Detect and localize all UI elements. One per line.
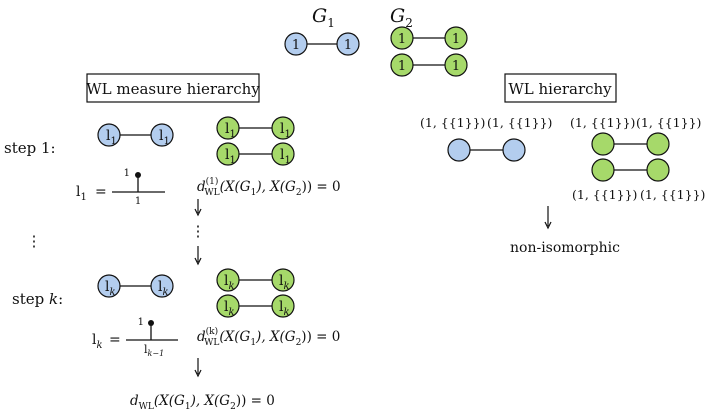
down-arrow-head	[194, 369, 202, 378]
stepk-g2-node	[271, 294, 295, 318]
g2-node	[444, 53, 468, 77]
stepk-node-label: lk	[279, 299, 290, 318]
final-distance: dWL(X(G1), X(G2)) = 0	[130, 393, 275, 412]
g2-node-label: 1	[452, 32, 460, 47]
step1-g1-node	[97, 123, 121, 147]
stepk-measure-lhs: lk	[92, 332, 103, 351]
g2-node	[390, 53, 414, 77]
down-arrow-head	[194, 257, 202, 266]
stepk-g1-node	[97, 274, 121, 298]
g1-node-label: 1	[344, 38, 352, 53]
node-tuple: (1, {{1}})	[420, 115, 485, 130]
stepk-measure-dot	[148, 320, 154, 326]
stepk-graph-g1: lk lk	[97, 274, 174, 298]
step1-graph-g1: l1 l1	[97, 123, 174, 147]
g2-node-label: 1	[398, 59, 406, 74]
stepk-measure-eq: =	[109, 332, 121, 348]
step1-g2-node	[271, 116, 295, 140]
step1-distance: d(1)WL(X(G1), X(G2)) = 0	[197, 176, 341, 198]
step1-g1-node	[150, 123, 174, 147]
graph-g2: 1 1 1 1	[390, 26, 468, 77]
g2-node-label: 1	[452, 59, 460, 74]
wl-g2-node	[646, 132, 670, 156]
right-title-box	[504, 73, 617, 103]
node-tuple: (1, {{1}})	[640, 187, 705, 202]
down-arrow-head	[544, 221, 552, 230]
g1-label: G1	[312, 5, 335, 30]
stepk-g2-node	[216, 268, 240, 292]
step1-g2-node	[216, 142, 240, 166]
vdots: ⋮	[27, 232, 42, 250]
stepk-node-label: lk	[224, 273, 235, 292]
g2-label: G2	[390, 5, 413, 30]
stepk-distance: d(k)WL(X(G1), X(G2)) = 0	[197, 326, 340, 348]
g2-node	[390, 26, 414, 50]
g1-node	[336, 32, 360, 56]
step1-node-label: l1	[106, 128, 117, 147]
step1-node-label: l1	[225, 121, 236, 140]
step1-node-label: l1	[280, 147, 291, 166]
down-arrow-head	[194, 208, 202, 217]
node-tuple: (1, {{1}})	[572, 187, 637, 202]
result-label: non-isomorphic	[510, 240, 620, 256]
stepk-g2-node	[271, 268, 295, 292]
stepk-node-label: lk	[279, 273, 290, 292]
g1-node	[284, 32, 308, 56]
step1-measure-lhs: l1	[76, 184, 87, 203]
stepk-g2-node	[216, 294, 240, 318]
step1-node-label: l1	[225, 147, 236, 166]
wl-g1-node	[447, 138, 471, 162]
stepk-node-label: lk	[224, 299, 235, 318]
g1-node-label: 1	[292, 38, 300, 53]
node-tuple: (1, {{1}})	[570, 115, 635, 130]
g2-node-label: 1	[398, 32, 406, 47]
wl-graph-g1	[447, 138, 526, 162]
left-title-box	[86, 73, 260, 103]
step1-axis-label: 1	[135, 196, 141, 207]
step1-graph-g2: l1 l1 l1 l1	[216, 116, 295, 166]
wl-g2-node	[591, 158, 615, 182]
stepk-node-label: lk	[105, 279, 116, 298]
node-tuple: (1, {{1}})	[487, 115, 552, 130]
wl-graph-g2	[591, 132, 670, 182]
stepk-node-label: lk	[158, 279, 169, 298]
right-title: WL hierarchy	[508, 80, 612, 98]
step1-stem-label: 1	[124, 168, 130, 179]
step1-g2-node	[271, 142, 295, 166]
wl-g2-node	[591, 132, 615, 156]
step1-node-label: l1	[280, 121, 291, 140]
step1-label: step 1:	[4, 139, 56, 157]
stepk-stem-label: 1	[138, 317, 144, 328]
stepk-graph-g2: lk lk lk lk	[216, 268, 295, 318]
g2-node	[444, 26, 468, 50]
stepk-axis-label: lk−1	[144, 343, 164, 358]
vdots: ⋮	[191, 222, 206, 240]
stepk-label: step k:	[12, 290, 63, 308]
step1-measure-eq: =	[95, 184, 107, 200]
step1-measure-dot	[135, 172, 141, 178]
step1-g2-node	[216, 116, 240, 140]
node-tuple: (1, {{1}})	[636, 115, 701, 130]
left-title: WL measure hierarchy	[86, 80, 260, 98]
wl-g2-node	[646, 158, 670, 182]
wl-g1-node	[502, 138, 526, 162]
graph-g1: 1 1	[284, 32, 360, 56]
stepk-g1-node	[150, 274, 174, 298]
step1-node-label: l1	[159, 128, 170, 147]
